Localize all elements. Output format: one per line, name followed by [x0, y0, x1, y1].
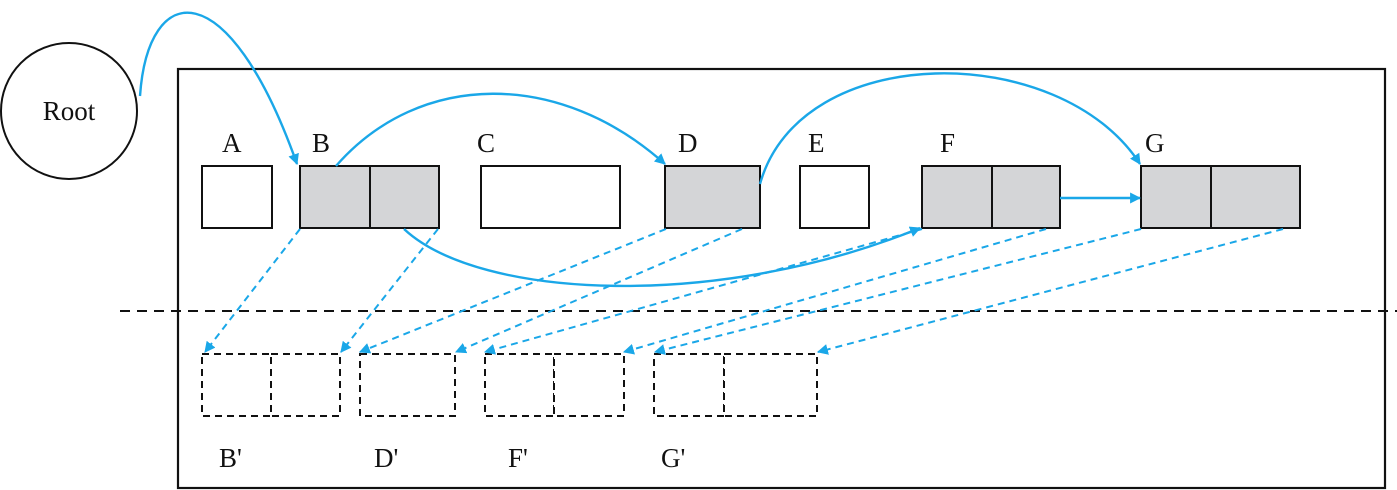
ref-arrow-b-to-d — [335, 92, 666, 167]
object-e-label: E — [808, 128, 825, 158]
copy-f-prime: F' — [484, 353, 625, 473]
copy-b-prime-field-1 — [201, 353, 272, 417]
fwd-arrow-f2-to-f-prime — [622, 228, 1047, 355]
fwd-arrow-g1-to-g-prime — [653, 228, 1142, 355]
copy-b-prime-label: B' — [219, 443, 242, 473]
object-c-label: C — [477, 128, 495, 158]
object-a: A — [201, 128, 273, 229]
object-d-label: D — [678, 128, 698, 158]
copy-d-prime: D' — [359, 353, 456, 473]
object-f-field-1 — [921, 165, 993, 229]
root-node: Root — [0, 42, 138, 180]
copy-f-prime-label: F' — [508, 443, 528, 473]
object-g: G — [1140, 128, 1301, 229]
object-b-field-1 — [299, 165, 371, 229]
object-b: B — [299, 128, 440, 229]
fwd-arrow-d2-to-d-prime — [454, 228, 743, 354]
copy-d-prime-label: D' — [374, 443, 398, 473]
object-d: D — [664, 128, 761, 229]
object-f-label: F — [940, 128, 955, 158]
object-b-field-2 — [369, 165, 440, 229]
copy-g-prime: G' — [653, 353, 818, 473]
object-a-label: A — [222, 128, 242, 158]
object-g-field-1 — [1140, 165, 1212, 229]
copy-b-prime: B' — [201, 353, 341, 473]
object-g-field-2 — [1210, 165, 1301, 229]
ref-arrow-b-to-f — [403, 226, 922, 288]
object-f-field-2 — [991, 165, 1061, 229]
copy-g-prime-label: G' — [661, 443, 685, 473]
ref-arrow-d-to-g — [758, 72, 1142, 185]
object-a-field — [201, 165, 273, 229]
root-label: Root — [43, 96, 96, 126]
object-c-field — [480, 165, 621, 229]
copy-g-prime-field-2 — [723, 353, 818, 417]
copy-f-prime-field-2 — [553, 353, 625, 417]
fwd-arrow-b1-to-b-prime — [204, 228, 301, 353]
copy-f-prime-field-1 — [484, 353, 555, 417]
copy-d-prime-field — [359, 353, 456, 417]
object-f: F — [921, 128, 1061, 229]
copy-b-prime-field-2 — [270, 353, 341, 417]
object-c: C — [477, 128, 621, 229]
fwd-arrow-d1-to-d-prime — [358, 228, 667, 354]
object-d-field — [664, 165, 761, 229]
fwd-arrow-f1-to-f-prime — [483, 228, 923, 355]
fwd-arrow-g2-to-g-prime — [816, 228, 1284, 355]
heap-frame — [176, 67, 1387, 490]
fwd-arrow-b2-to-b-prime — [340, 228, 439, 353]
object-b-label: B — [312, 128, 330, 158]
ref-arrow-root-to-b — [138, 11, 299, 166]
object-e: E — [799, 128, 870, 229]
object-e-field — [799, 165, 870, 229]
copy-g-prime-field-1 — [653, 353, 725, 417]
object-g-label: G — [1145, 128, 1165, 158]
